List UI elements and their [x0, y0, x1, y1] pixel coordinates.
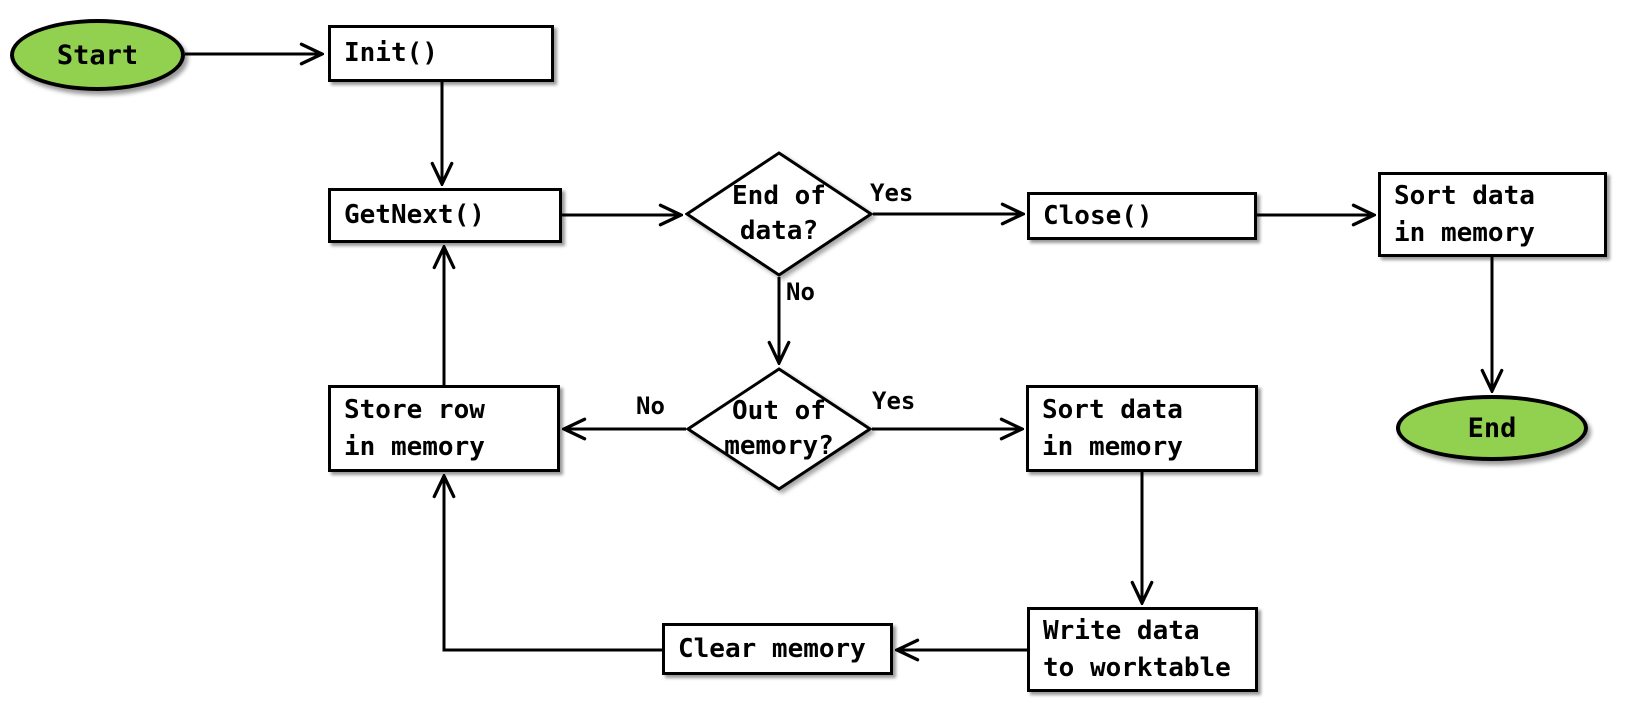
close-label: Close() [1043, 200, 1153, 231]
diamond-shape [686, 367, 872, 491]
node-sort-data-in-memory-top: Sort data in memory [1378, 172, 1607, 257]
node-init-process: Init() [328, 25, 554, 82]
edge-label-out-of-memory-no: No [636, 392, 665, 420]
getnext-label: GetNext() [344, 200, 485, 230]
node-sort-data-in-memory-mid: Sort data in memory [1026, 385, 1258, 472]
node-close-process: Close() [1027, 192, 1257, 240]
node-write-data-to-worktable: Write data to worktable [1027, 607, 1258, 692]
sort-mid-label: Sort data in memory [1042, 394, 1183, 462]
edge-label-end-of-data-yes: Yes [870, 179, 914, 207]
node-store-row-in-memory: Store row in memory [328, 385, 560, 472]
clear-memory-label: Clear memory [678, 633, 866, 664]
out-of-memory-label: Out of memory? [724, 396, 834, 461]
node-end-terminal: End [1396, 395, 1588, 461]
edge-label-out-of-memory-yes: Yes [872, 387, 916, 415]
end-label: End [1467, 412, 1517, 444]
end-of-data-label: End of data? [732, 181, 826, 246]
node-clear-memory: Clear memory [662, 623, 893, 675]
write-data-label: Write data to worktable [1043, 615, 1231, 683]
diamond-shape [685, 151, 873, 277]
edge-label-end-of-data-no: No [786, 278, 815, 306]
sort-top-label: Sort data in memory [1394, 180, 1535, 248]
node-out-of-memory-decision: Out of memory? [686, 367, 872, 491]
start-label: Start [56, 39, 139, 71]
node-end-of-data-decision: End of data? [685, 151, 873, 277]
edge-clearmemory-storerow [444, 476, 662, 652]
node-getnext-process: GetNext() [328, 188, 562, 243]
init-label: Init() [344, 38, 438, 68]
store-row-label: Store row in memory [344, 394, 485, 462]
node-start-terminal: Start [10, 19, 185, 91]
